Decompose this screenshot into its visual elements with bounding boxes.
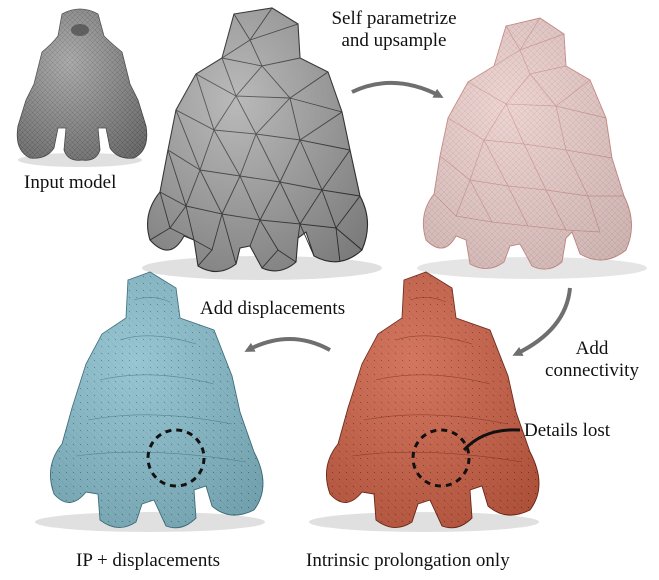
add-connectivity-label: Add connectivity	[532, 338, 652, 382]
details-lost-label: Details lost	[524, 420, 610, 442]
add-connectivity-line2: connectivity	[532, 360, 652, 382]
input-model-label: Input model	[24, 172, 116, 194]
add-connectivity-line1: Add	[532, 338, 652, 360]
add-displacements-label: Add displacements	[200, 298, 345, 320]
arrow-upsample	[352, 83, 440, 96]
self-parametrize-line2: and upsample	[314, 30, 474, 52]
intrinsic-prolongation-label: Intrinsic prolongation only	[306, 550, 510, 572]
ip-displacements-label: IP + displacements	[76, 550, 220, 572]
upsampled-mesh	[417, 18, 647, 279]
arrow-add-displacements	[248, 339, 330, 350]
self-parametrize-label: Self parametrize and upsample	[314, 8, 474, 52]
input-model-mesh	[17, 9, 147, 167]
self-parametrize-line1: Self parametrize	[314, 8, 474, 30]
